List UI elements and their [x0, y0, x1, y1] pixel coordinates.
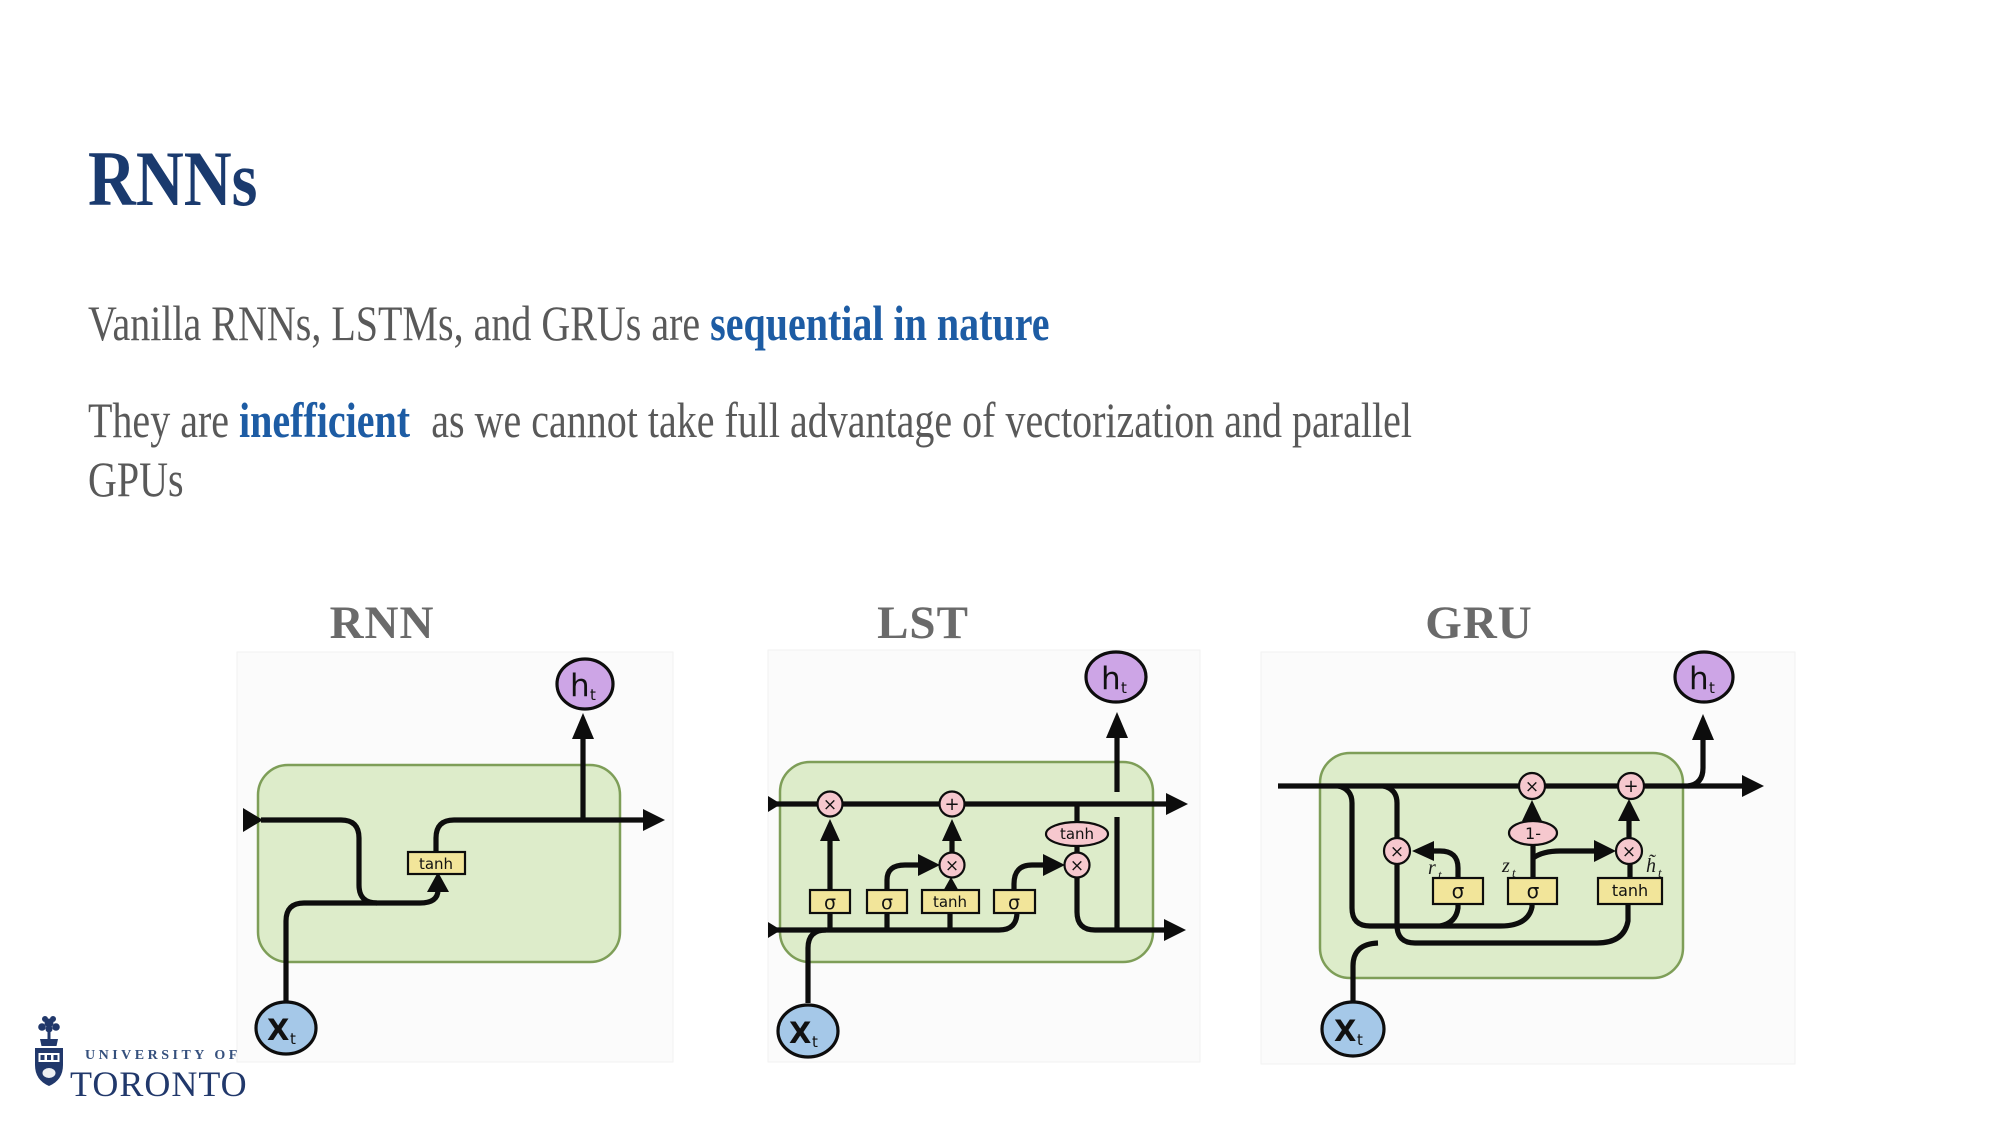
statement-inefficient: They are inefficient as we cannot take f…	[88, 391, 1412, 509]
gru-update-gate-label: σ	[1527, 879, 1540, 903]
lstm-output-gate-label: σ	[1008, 892, 1020, 914]
gru-hidden-out-arrow-icon	[1742, 775, 1764, 797]
lstm-hidden-out-arrow-icon	[1164, 919, 1186, 941]
rnn-ht-arrow-icon	[572, 713, 594, 739]
gru-zt-label: z	[1501, 855, 1510, 877]
gru-rt-label: r	[1428, 857, 1436, 879]
page-title: RNNs	[88, 135, 258, 223]
university-logo: UNIVERSITY OF TORONTO	[22, 1014, 262, 1119]
lstm-input-times: ×	[945, 856, 959, 876]
rnn-input-node: X t	[254, 1000, 318, 1056]
gru-htilde-subscript: t	[1658, 865, 1662, 880]
lstm-candidate-gate-label: tanh	[933, 893, 967, 911]
toronto-text: TORONTO	[70, 1064, 248, 1104]
gru-one-minus-label: 1-	[1525, 824, 1541, 843]
lstm-ht-label: h	[1101, 661, 1121, 697]
statement-inefficient-text: They are	[88, 392, 240, 448]
rnn-ht-label: h	[570, 668, 590, 704]
lstm-output-times: ×	[1070, 856, 1084, 876]
gru-update-arrow-icon	[1594, 840, 1616, 862]
gru-reset-gate-label: σ	[1452, 879, 1465, 903]
gru-main-times: ×	[1525, 777, 1539, 797]
gru-htilde-label: h̃	[1646, 853, 1656, 877]
gru-reset-times: ×	[1390, 842, 1404, 862]
lstm-input-node: X t	[776, 1003, 840, 1059]
statement-inefficient-highlight: inefficient	[239, 392, 411, 448]
gru-hidden-output-node: h t	[1673, 650, 1735, 704]
rnn-tanh-gate: tanh	[406, 850, 467, 876]
gru-pointwise-nodes: × + × 1- ×	[1382, 771, 1646, 866]
gru-candidate-times: ×	[1622, 842, 1636, 862]
lstm-ht-subscript: t	[1121, 679, 1127, 697]
lstm-pointwise-nodes: × + × tanh ×	[816, 790, 1110, 879]
lstm-gates: σ σ tanh σ	[808, 888, 1037, 915]
gru-cell-box	[1318, 751, 1685, 980]
gru-zt-subscript: t	[1512, 865, 1516, 880]
lstm-input-gate-arrow-icon	[918, 854, 940, 876]
gru-main-plus: +	[1623, 776, 1638, 797]
rnn-tanh-in-arrow-icon	[427, 872, 449, 892]
gru-input-node: X t	[1320, 1000, 1386, 1058]
gru-oneminus-arrow-icon	[1522, 800, 1542, 821]
lstm-ht-arrow-icon	[1106, 712, 1128, 738]
diagram-label-rnn: RNN	[329, 597, 435, 649]
rnn-output-arrow-icon	[643, 809, 665, 831]
diagram-label-gru: GRU	[1425, 597, 1533, 649]
statement-inefficient-rest: as we cannot take full advantage of vect…	[421, 392, 1412, 448]
rnn-flow-lines	[243, 713, 665, 1002]
gru-gates: σ σ tanh	[1431, 876, 1664, 906]
lstm-forget-arrow-icon	[820, 819, 840, 841]
lstm-add-plus: +	[944, 794, 959, 815]
statement-sequential-text: Vanilla RNNs, LSTMs, and GRUs are	[88, 295, 711, 351]
lstm-tanh-oval-label: tanh	[1060, 825, 1094, 843]
lstm-xt-label: X	[789, 1016, 811, 1050]
lstm-output-gate-arrow-icon	[1043, 854, 1065, 876]
lstm-cell-out-arrow-icon	[1166, 793, 1188, 815]
rnn-diagram: tanh h t X t	[236, 651, 674, 1063]
rnn-ht-subscript: t	[590, 686, 596, 704]
gru-flow-lines	[1278, 714, 1764, 1002]
lstm-diagram: × + × tanh × σ σ tanh σ h t X	[767, 649, 1201, 1063]
lstm-input-gate-label: σ	[881, 892, 893, 914]
gru-xt-label: X	[1334, 1014, 1356, 1048]
lstm-forget-gate-label: σ	[824, 892, 836, 914]
lstm-hidden-output-node: h t	[1084, 650, 1148, 704]
statement-sequential-highlight: sequential in nature	[710, 295, 1050, 351]
gru-add-arrow-icon	[1618, 799, 1640, 821]
rnn-xt-label: X	[267, 1013, 289, 1047]
gru-candidate-gate-label: tanh	[1612, 881, 1648, 900]
rnn-hidden-output-node: h t	[555, 657, 615, 711]
rnn-xt-subscript: t	[290, 1030, 296, 1048]
rnn-input-arrow-icon	[243, 808, 263, 832]
lstm-add-arrow-icon	[942, 819, 962, 841]
university-logo-graphic: UNIVERSITY OF TORONTO	[35, 1016, 248, 1104]
gru-diagram: × + × 1- × r t z t h̃ t σ σ tanh	[1260, 650, 1796, 1065]
gru-ht-subscript: t	[1709, 679, 1715, 697]
university-crest-icon	[35, 1016, 63, 1086]
lstm-forget-times: ×	[823, 795, 837, 815]
statement-inefficient-rest2: GPUs	[88, 451, 184, 507]
statement-sequential: Vanilla RNNs, LSTMs, and GRUs are sequen…	[88, 294, 1050, 352]
gru-gate-labels: r t z t h̃ t	[1428, 853, 1662, 882]
gru-ht-arrow-icon	[1692, 714, 1714, 740]
rnn-tanh-label: tanh	[419, 855, 453, 873]
gru-xt-subscript: t	[1357, 1031, 1363, 1049]
gru-ht-label: h	[1689, 661, 1709, 697]
diagram-label-lstm: LST	[877, 597, 969, 649]
university-of-text: UNIVERSITY OF	[85, 1048, 241, 1063]
gru-reset-arrow-icon	[1412, 841, 1434, 861]
gru-rt-subscript: t	[1438, 867, 1442, 882]
lstm-xt-subscript: t	[812, 1033, 818, 1051]
